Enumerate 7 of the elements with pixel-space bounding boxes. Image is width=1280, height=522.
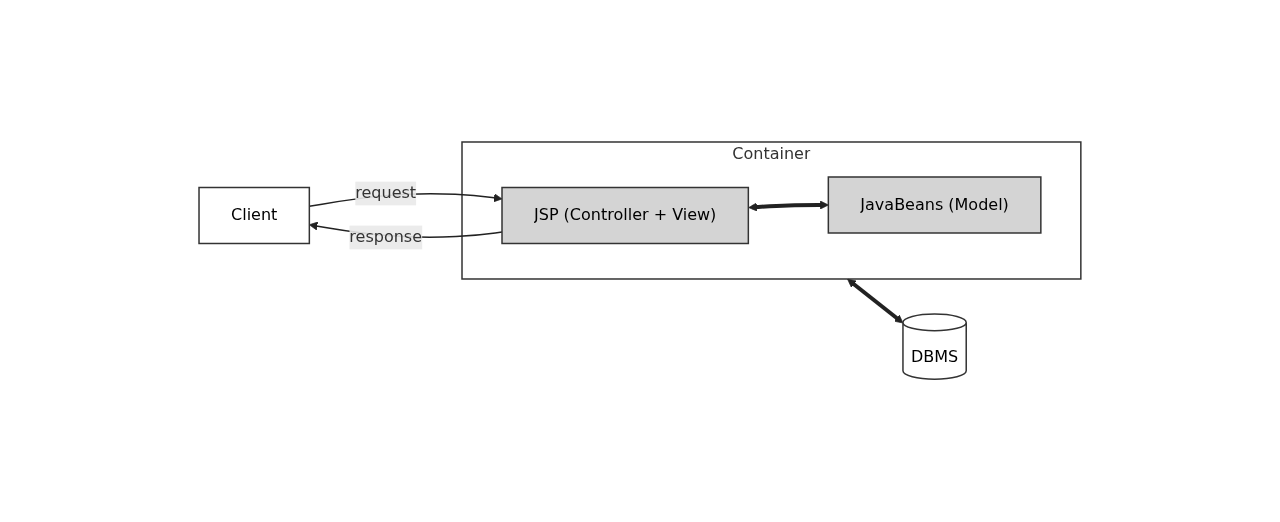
arrow <box>847 279 904 324</box>
arrow <box>748 201 829 212</box>
node-box: JavaBeans (Model) <box>827 176 1042 235</box>
edge-label: response <box>349 227 423 247</box>
edge-label: request <box>355 183 417 203</box>
node-box: Client <box>198 187 311 245</box>
node-box: JSP (Controller + View) <box>501 187 750 245</box>
